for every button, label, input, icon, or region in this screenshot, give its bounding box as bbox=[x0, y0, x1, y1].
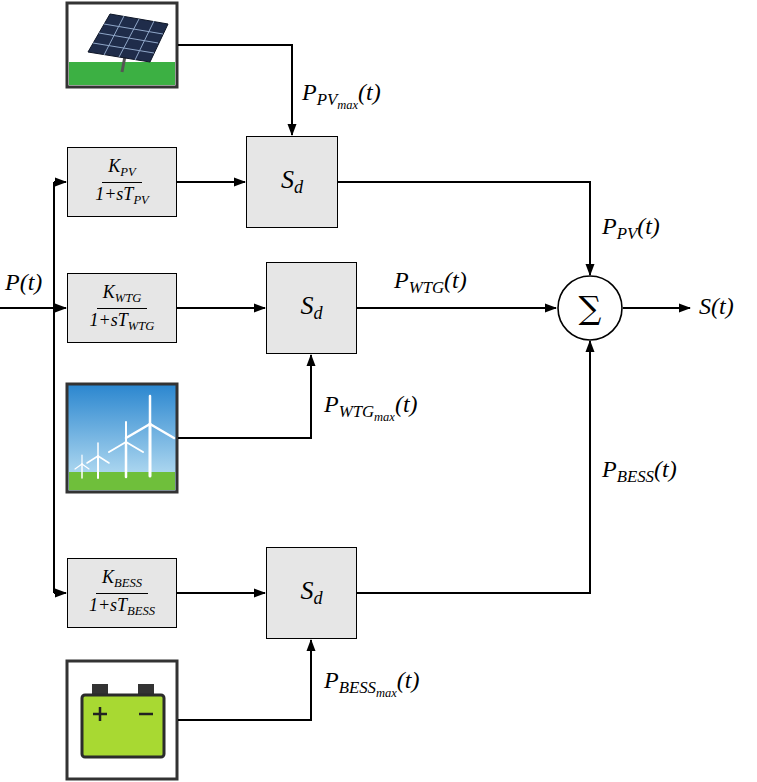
text-part: BESS bbox=[127, 604, 155, 618]
signal-label: PPV(t) bbox=[600, 212, 662, 244]
signal-label: S(t) bbox=[697, 292, 736, 321]
text-part: P bbox=[394, 267, 409, 293]
signal-label: PWTGmax(t) bbox=[322, 390, 420, 425]
circle-shape bbox=[558, 276, 622, 340]
block-label: Sd bbox=[300, 575, 322, 610]
text-part: P bbox=[302, 79, 317, 105]
text-part: PV bbox=[617, 224, 638, 243]
text-part: (t) bbox=[358, 79, 381, 105]
text-part: WTG bbox=[115, 291, 142, 305]
block-label: ∑ bbox=[579, 292, 602, 324]
signal-arrow bbox=[357, 341, 590, 593]
text-part: 1+sT bbox=[95, 184, 133, 204]
fraction-numerator: KBESS bbox=[96, 567, 148, 594]
text-part: 1+sT bbox=[89, 595, 127, 615]
text-part: K bbox=[102, 567, 114, 587]
text-part: (t) bbox=[444, 267, 467, 293]
signal-arrow bbox=[177, 592, 265, 594]
text-part: S bbox=[300, 291, 313, 320]
transfer-function-block: KWTG1+sTWTG bbox=[67, 273, 177, 343]
saturation-block: Sd bbox=[266, 547, 357, 639]
pv-icon bbox=[67, 3, 177, 87]
fraction-numerator: KWTG bbox=[97, 282, 148, 309]
text-part: 1+sT bbox=[90, 310, 128, 330]
text-part: max bbox=[376, 686, 397, 700]
saturation-block: Sd bbox=[266, 262, 357, 354]
text-part: WTG bbox=[128, 319, 155, 333]
block-label: Sd bbox=[300, 290, 322, 325]
wind-icon bbox=[67, 384, 177, 492]
text-part: PV bbox=[133, 193, 148, 207]
signal-label: PBESS(t) bbox=[600, 455, 679, 487]
text-part: P bbox=[324, 667, 339, 693]
fraction-denominator: 1+sTWTG bbox=[90, 309, 155, 334]
signal-label: PWTG(t) bbox=[392, 266, 469, 298]
text-part: d bbox=[313, 589, 322, 609]
text-part: (t) bbox=[395, 391, 418, 417]
signal-label: PBESSmax(t) bbox=[322, 666, 421, 701]
text-part: S bbox=[300, 576, 313, 605]
signal-wires bbox=[0, 45, 690, 720]
text-part: P bbox=[602, 213, 617, 239]
text-part: BESS bbox=[339, 678, 376, 697]
text-part: (t) bbox=[397, 667, 420, 693]
text-part: WTG bbox=[409, 278, 444, 297]
text-part: K bbox=[108, 156, 120, 176]
text-part: BESS bbox=[114, 576, 142, 590]
text-part: PV bbox=[317, 90, 338, 109]
saturation-block: Sd bbox=[246, 136, 338, 228]
text-part: (t) bbox=[637, 213, 660, 239]
text-part: max bbox=[337, 98, 358, 112]
signal-label: P(t) bbox=[3, 268, 44, 297]
text-part: d bbox=[294, 178, 303, 198]
text-part: K bbox=[103, 282, 115, 302]
text-part: WTG bbox=[339, 402, 374, 421]
signal-arrow bbox=[177, 307, 265, 309]
signal-label: PPVmax(t) bbox=[300, 78, 383, 113]
summing-junction: ∑ bbox=[557, 275, 623, 341]
signal-arrow bbox=[338, 182, 590, 275]
transfer-function-block: KBESS1+sTBESS bbox=[67, 558, 177, 628]
text-part: (t) bbox=[654, 456, 677, 482]
fraction-denominator: 1+sTBESS bbox=[89, 594, 155, 619]
text-part: BESS bbox=[617, 467, 654, 486]
signal-arrow bbox=[357, 307, 556, 309]
fraction-numerator: KPV bbox=[102, 156, 141, 183]
text-part: max bbox=[374, 410, 395, 424]
fraction-denominator: 1+sTPV bbox=[95, 183, 149, 208]
text-part: P bbox=[324, 391, 339, 417]
signal-arrow bbox=[177, 181, 245, 183]
text-part: PV bbox=[120, 165, 135, 179]
block-label: Sd bbox=[281, 164, 303, 199]
battery-icon bbox=[67, 661, 177, 779]
text-part: P bbox=[602, 456, 617, 482]
text-part: S bbox=[281, 165, 294, 194]
text-part: d bbox=[313, 304, 322, 324]
transfer-function-block: KPV1+sTPV bbox=[67, 147, 177, 217]
